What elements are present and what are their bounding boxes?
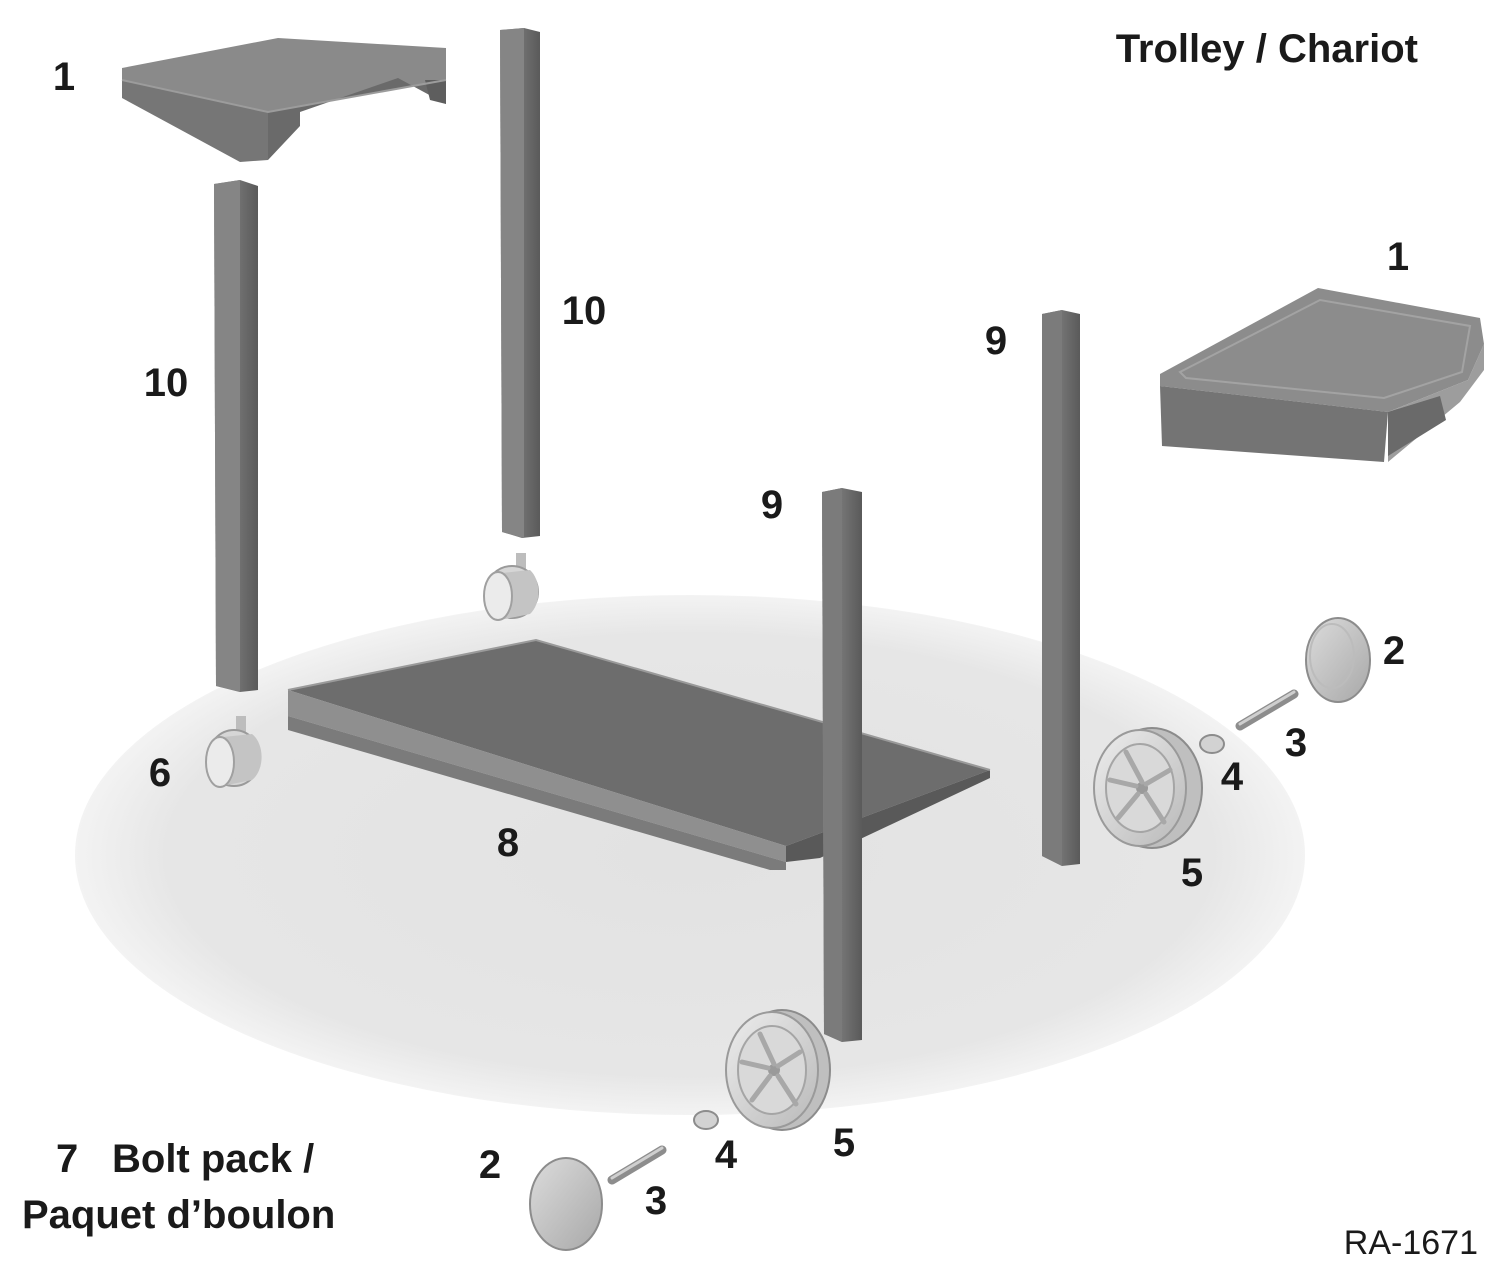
caster-front: [205, 716, 262, 788]
callout-leg-back-left: 10: [144, 361, 189, 405]
callout-side-shelf-left: 1: [53, 55, 75, 99]
hubcap-right: [1305, 617, 1371, 703]
spacer-right: [1199, 734, 1225, 754]
callout-leg-front-center: 9: [761, 483, 783, 527]
callout-side-shelf-right: 1: [1387, 235, 1409, 279]
wheel-bottom: [725, 1009, 831, 1131]
side-shelf-right: [1160, 288, 1484, 462]
callout-spacer-bottom: 4: [715, 1133, 738, 1177]
floor-shadow: [75, 595, 1305, 1115]
callout-spacer-right: 4: [1221, 755, 1244, 799]
leg-back-left: [214, 180, 258, 692]
leg-back-center: [500, 28, 540, 538]
wheel-right: [1093, 727, 1203, 849]
caster-back: [483, 553, 539, 621]
bolt-pack-number: 7: [56, 1137, 78, 1181]
callout-wheel-right: 5: [1181, 851, 1203, 895]
callout-caster: 6: [149, 751, 171, 795]
callout-bottom-shelf: 8: [497, 821, 519, 865]
callout-leg-front-right: 9: [985, 319, 1007, 363]
drawing-code: RA-1671: [1344, 1224, 1478, 1261]
axle-right: [1235, 689, 1299, 731]
spacer-bottom: [693, 1110, 719, 1130]
hubcap-bottom: [529, 1157, 603, 1251]
callout-leg-back-center: 10: [562, 289, 607, 333]
side-shelf-left: [121, 38, 447, 162]
callout-axle-right: 3: [1285, 721, 1307, 765]
bottom-shelf: [287, 638, 991, 870]
bolt-pack-label-line2: Paquet d’boulon: [22, 1193, 335, 1237]
diagram-title: Trolley / Chariot: [1116, 27, 1418, 71]
callout-hubcap-bottom: 2: [479, 1143, 501, 1187]
leg-front-right: [1042, 310, 1080, 866]
callout-wheel-bottom: 5: [833, 1121, 855, 1165]
callout-axle-bottom: 3: [645, 1179, 667, 1223]
leg-front-center: [822, 488, 862, 1042]
callout-hubcap-right: 2: [1383, 629, 1405, 673]
axle-bottom: [607, 1145, 667, 1185]
bolt-pack-label-line1: Bolt pack /: [112, 1137, 314, 1181]
